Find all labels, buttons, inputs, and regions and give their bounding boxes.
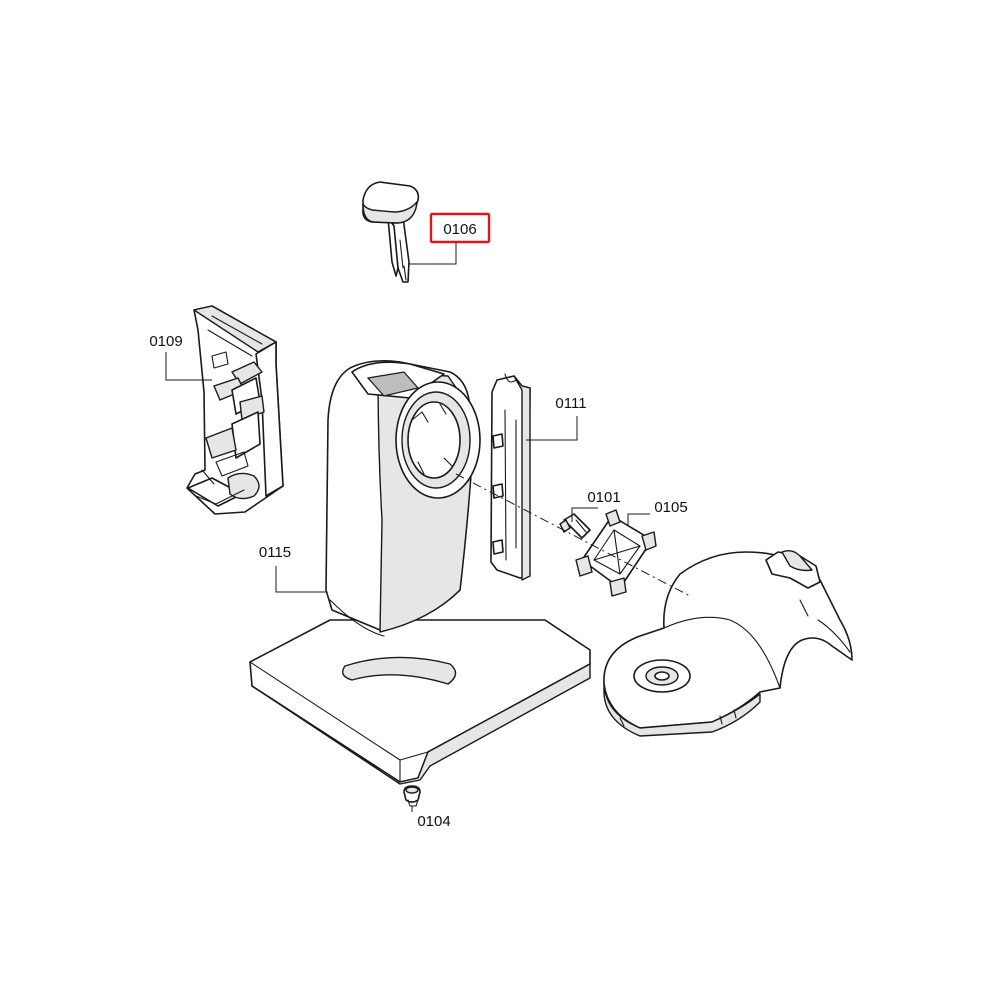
motor-head-housing (603, 549, 853, 737)
part-0115-stand[interactable] (249, 360, 591, 785)
highlight-box-0106 (429, 212, 491, 244)
part-0101-shaft[interactable] (559, 513, 591, 539)
label-0105[interactable]: 0105 (654, 499, 687, 516)
label-0106[interactable]: 0106 (443, 221, 476, 238)
label-0109[interactable]: 0109 (149, 333, 182, 350)
assembly-axis-line (455, 473, 691, 597)
label-0111[interactable]: 0111 (555, 395, 586, 412)
part-0105-frame[interactable] (575, 509, 657, 597)
part-0109-bracket[interactable] (186, 305, 284, 515)
label-0104[interactable]: 0104 (417, 813, 450, 830)
part-0111-plate[interactable] (490, 373, 531, 581)
leader-lines (165, 242, 650, 812)
part-0106-lever[interactable] (362, 181, 420, 283)
label-0115[interactable]: 0115 (259, 544, 291, 561)
label-0101[interactable]: 0101 (587, 489, 620, 506)
part-0104-screw[interactable] (403, 785, 421, 807)
